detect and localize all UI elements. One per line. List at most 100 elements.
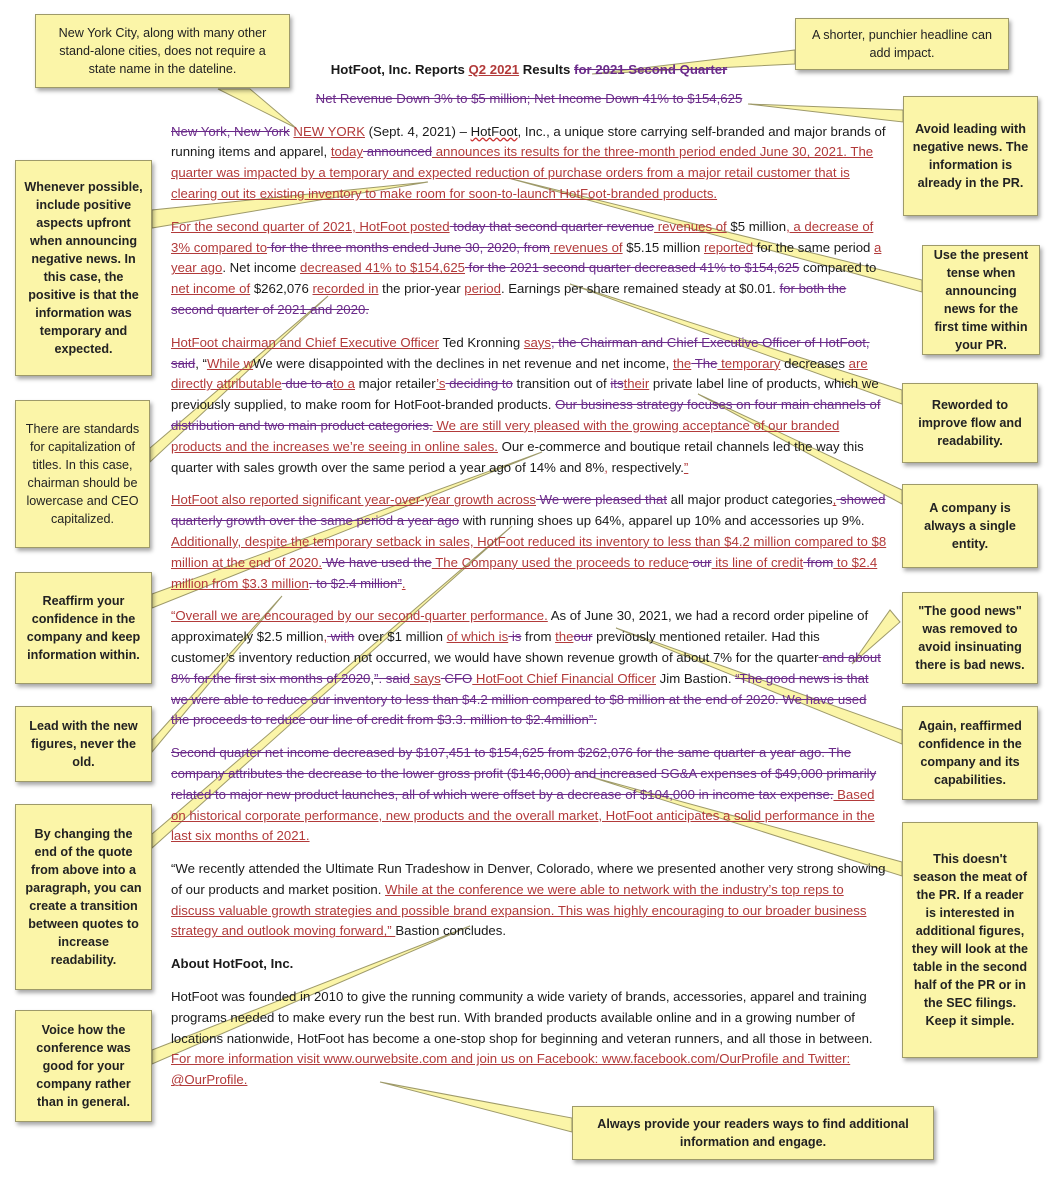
inserted-text: revenues of xyxy=(550,239,623,255)
inserted-text: HotFoot also reported significant year-o… xyxy=(171,492,537,508)
deleted-text: our xyxy=(573,629,593,645)
deleted-text: is xyxy=(508,629,522,645)
body-text: Ted Kronning xyxy=(439,334,524,350)
body-text: Jim Bastion. xyxy=(656,670,736,686)
callout-changing-end: By changing the end of the quote from ab… xyxy=(15,804,152,990)
about-heading: About HotFoot, Inc. xyxy=(171,956,294,972)
deleted-text: with xyxy=(327,629,355,645)
inserted-text: The Company used the proceeds to reduce xyxy=(431,554,689,570)
callout-new-figures: Lead with the new figures, never the old… xyxy=(15,706,152,782)
title-text: HotFoot, Inc. Reports xyxy=(330,62,469,77)
title-insertion: Q2 2021 xyxy=(468,62,520,77)
body-text: . Earnings per share remained steady at … xyxy=(500,281,780,297)
paragraph-tradeshow: “We recently attended the Ultimate Run T… xyxy=(171,859,887,942)
brand-name: HotFoot xyxy=(470,123,518,139)
deleted-text: our xyxy=(688,554,712,570)
inserted-text: to a xyxy=(333,376,356,392)
inserted-text: decreased 41% to $154,625 xyxy=(300,260,466,276)
body-text: We were disappointed with the declines i… xyxy=(253,355,673,371)
callout-headline: A shorter, punchier headline can add imp… xyxy=(795,18,1009,70)
paragraph-net-income: Second quarter net income decreased by $… xyxy=(171,743,887,847)
callout-title-capitalization: There are standards for capitalization o… xyxy=(15,400,150,548)
body-text: major retailer xyxy=(355,376,437,392)
callout-single-entity: A company is always a single entity. xyxy=(902,484,1038,568)
deleted-text: Second quarter net income decreased by $… xyxy=(171,745,877,802)
deleted-text: announced xyxy=(363,144,433,160)
callout-again-reaffirmed: Again, reaffirmed confidence in the comp… xyxy=(902,706,1038,800)
press-release-document: HotFoot, Inc. Reports Q2 2021 Results fo… xyxy=(171,60,887,1103)
deleted-text: New York, New York xyxy=(171,123,290,139)
deleted-text: deciding to xyxy=(445,376,513,392)
body-text: decreases xyxy=(780,355,849,371)
deleted-text: We were pleased that xyxy=(536,492,667,508)
press-release-subtitle: Net Revenue Down 3% to $5 million; Net I… xyxy=(171,89,887,110)
deleted-text: . to $2.4 million” xyxy=(308,575,402,591)
inserted-text: ” xyxy=(683,459,689,475)
paragraph-growth: HotFoot also reported significant year-o… xyxy=(171,490,887,594)
inserted-text: HotFoot Chief Financial Officer xyxy=(472,670,656,686)
inserted-text: recorded in xyxy=(312,281,379,297)
inserted-text: While w xyxy=(206,355,254,371)
inserted-text: the xyxy=(672,355,692,371)
paragraph-ceo-quote: HotFoot chairman and Chief Executive Off… xyxy=(171,333,887,479)
inserted-text: ’s xyxy=(436,376,446,392)
paragraph-about: HotFoot was founded in 2010 to give the … xyxy=(171,987,887,1091)
inserted-text: period xyxy=(464,281,501,297)
deleted-text: for the 2021 second quarter decreased 41… xyxy=(465,260,800,276)
callout-positive-aspects: Whenever possible, include positive aspe… xyxy=(15,160,152,376)
body-text: HotFoot was founded in 2010 to give the … xyxy=(171,989,873,1046)
body-text: the prior-year xyxy=(378,281,465,297)
inserted-text: , xyxy=(604,459,608,475)
inserted-text: net income of xyxy=(171,281,251,297)
callout-avoid-negative: Avoid leading with negative news. The in… xyxy=(903,96,1038,216)
subtitle-deletion: Net Revenue Down 3% to $5 million; Net I… xyxy=(315,90,743,106)
body-text: respectively. xyxy=(607,459,684,475)
body-text: compared to xyxy=(799,260,877,276)
inserted-text: For the second quarter of 2021, HotFoot … xyxy=(171,218,450,234)
deleted-text: The xyxy=(691,355,718,371)
inserted-text: NEW YORK xyxy=(293,123,365,139)
inserted-text: its line of credit xyxy=(711,554,804,570)
body-text: $5 million xyxy=(726,218,787,234)
body-text: all major product categories xyxy=(667,492,833,508)
title-text-mid: Results xyxy=(519,62,575,77)
callout-reworded: Reworded to improve flow and readability… xyxy=(902,383,1038,463)
body-text: , “ xyxy=(195,355,207,371)
callout-reaffirm-confidence: Reaffirm your confidence in the company … xyxy=(15,572,152,684)
body-text: over $1 million xyxy=(354,629,447,645)
body-text: $5.15 million xyxy=(622,239,704,255)
body-text: for the same period xyxy=(753,239,875,255)
title-deletion: for 2021 Second Quarter xyxy=(574,62,728,77)
callout-voice-conference: Voice how the conference was good for yo… xyxy=(15,1010,152,1122)
inserted-text: “Overall we are encouraged by our second… xyxy=(171,608,548,624)
callout-season: This doesn't season the meat of the PR. … xyxy=(902,822,1038,1058)
paragraph-cfo-quote: “Overall we are encouraged by our second… xyxy=(171,606,887,731)
body-text: . Net income xyxy=(222,260,301,276)
inserted-text: . xyxy=(401,575,406,591)
inserted-text: their xyxy=(623,376,650,392)
deleted-text: We have used the xyxy=(322,554,432,570)
body-text: from xyxy=(521,629,556,645)
inserted-text: temporary xyxy=(717,355,781,371)
inserted-text: reported xyxy=(703,239,754,255)
callout-nyc-dateline: New York City, along with many other sta… xyxy=(35,14,290,88)
deleted-text: today that second quarter revenue xyxy=(449,218,655,234)
callout-good-news: "The good news" was removed to avoid ins… xyxy=(902,592,1038,684)
inserted-text: says xyxy=(523,334,551,350)
body-text: , Inc., a unique store carrying self-bra… xyxy=(171,123,886,160)
callout-present-tense: Use the present tense when announcing ne… xyxy=(922,245,1040,355)
deleted-text: its xyxy=(610,376,624,392)
body-text: Bastion concludes. xyxy=(395,923,507,939)
deleted-text: due to a xyxy=(281,376,334,392)
inserted-text: says xyxy=(409,670,441,686)
callout-always-provide: Always provide your readers ways to find… xyxy=(572,1106,934,1160)
inserted-text: revenues of xyxy=(654,218,727,234)
paragraph-dateline: New York, New York NEW YORK (Sept. 4, 20… xyxy=(171,122,887,205)
body-text: $262,076 xyxy=(250,281,313,297)
body-text: transition out of xyxy=(512,376,611,392)
deleted-text: ”. said xyxy=(374,670,410,686)
inserted-text: of which is xyxy=(446,629,509,645)
body-text: (Sept. 4, 2021) – xyxy=(365,123,471,139)
deleted-text: from xyxy=(803,554,834,570)
deleted-text: for the three months ended June 30, 2020… xyxy=(267,239,551,255)
